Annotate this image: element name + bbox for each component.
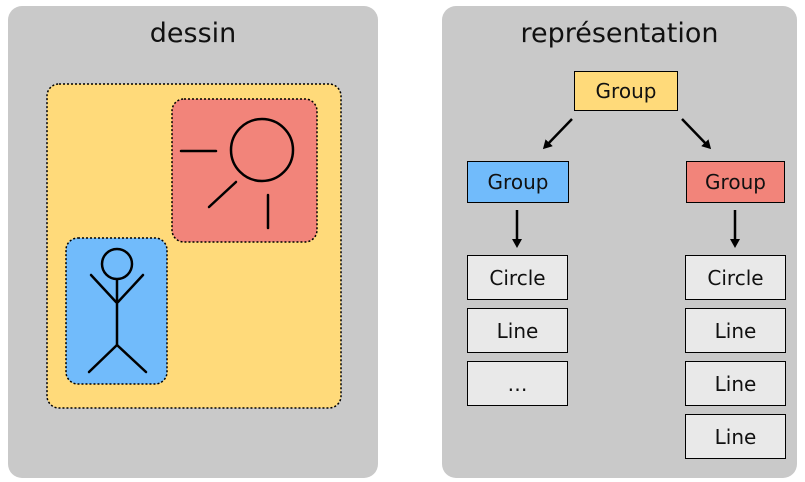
stick-figure-icon [87,247,148,374]
right-child-node: Circle [685,255,786,300]
edge-root-to-right-group [681,118,712,150]
drawing-panel-title: dessin [149,18,237,49]
right-child-node: Line [685,414,786,459]
edge-root-to-left-group [542,118,573,150]
left-child-node: … [467,361,568,406]
right-group-node: Group [686,161,785,203]
left-child-node: Circle [467,255,568,300]
root-group-node: Group [574,71,678,111]
sun-icon [179,117,295,230]
right-child-node: Line [685,308,786,353]
right-child-node: Line [685,361,786,406]
representation-panel-title: représentation [520,18,719,49]
left-group-node: Group [467,161,569,203]
left-child-node: Line [467,308,568,353]
